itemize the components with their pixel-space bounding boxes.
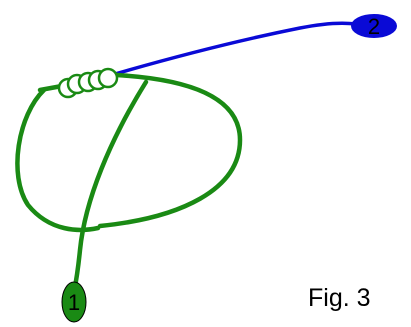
rope-end-1: 1 [61, 281, 87, 323]
green-outer-loop [15, 87, 101, 233]
green-down-strand [71, 79, 149, 295]
rope-end-1-oval [61, 281, 87, 323]
coil-loop [97, 67, 119, 89]
rope-end-2: 2 [351, 14, 397, 39]
rope-end-2-oval [351, 14, 397, 38]
green-right-loop [97, 72, 243, 229]
rope-end-1-label: 1 [68, 290, 80, 315]
rope-end-2-label: 2 [368, 14, 380, 39]
blue-strand [106, 21, 358, 78]
coil-wraps [57, 67, 119, 99]
figure-caption: Fig. 3 [308, 284, 371, 312]
